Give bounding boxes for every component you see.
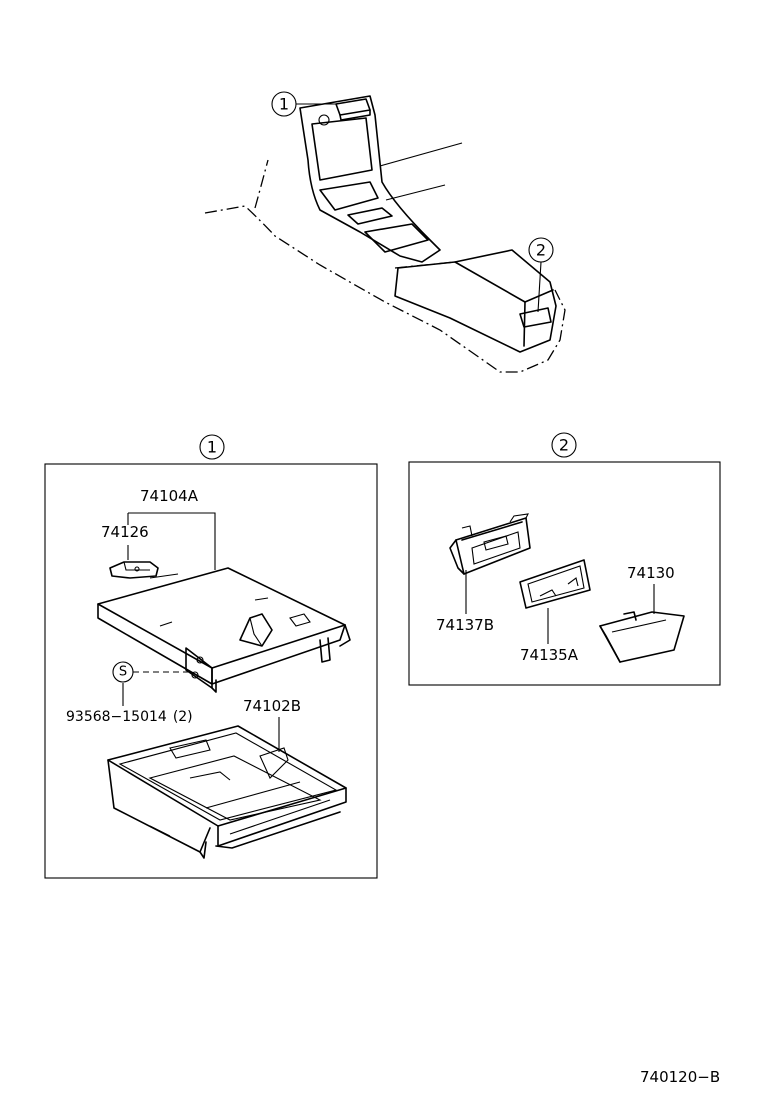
- callout-2-label: 2: [536, 241, 546, 260]
- label-74126: 74126: [101, 523, 149, 541]
- detail-box-1: 1 74104A 74126 74102B 93568−15014(2) S: [44, 434, 378, 879]
- detail-box-2: 2 74137B 74135A 74130: [408, 432, 721, 686]
- label-74130: 74130: [627, 564, 675, 582]
- label-74137B: 74137B: [436, 616, 494, 634]
- label-74135A: 74135A: [520, 646, 579, 664]
- diagram-code: 740120−B: [640, 1068, 720, 1086]
- box-2-callout-circle: [551, 432, 577, 458]
- screw-callout-circle: [112, 661, 134, 683]
- label-74104A: 74104A: [140, 487, 199, 505]
- box-2-frame: [408, 461, 721, 686]
- label-93568: 93568−15014(2): [66, 709, 193, 725]
- box-1-callout-label: 1: [207, 438, 217, 457]
- label-74102B: 74102B: [243, 697, 301, 715]
- screw-callout-label: S: [119, 665, 127, 680]
- box-1-frame: [44, 463, 378, 879]
- console-overview: 1 2: [204, 91, 566, 373]
- box-1-callout-circle: [199, 434, 225, 460]
- callout-1-label: 1: [279, 95, 289, 114]
- box-2-callout-label: 2: [559, 436, 569, 455]
